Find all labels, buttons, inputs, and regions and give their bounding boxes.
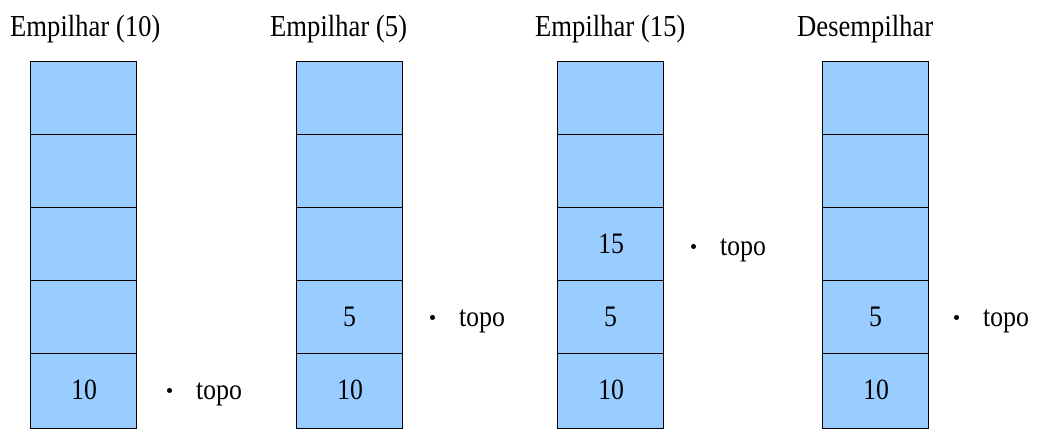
stack-title: Empilhar (15) <box>535 8 686 43</box>
stack-cell: 5 <box>558 280 663 353</box>
stack-cell <box>823 134 928 207</box>
stack-cell <box>823 62 928 134</box>
stack: 5 10 <box>822 61 929 429</box>
stack-cell: 10 <box>558 353 663 426</box>
top-pointer: topo <box>430 297 512 337</box>
top-pointer-label: topo <box>720 229 766 262</box>
top-pointer: topo <box>954 297 1036 337</box>
cell-value: 5 <box>604 300 617 333</box>
cell-value: 5 <box>869 300 882 333</box>
stack-cell <box>297 62 402 134</box>
stack-title: Desempilhar <box>797 8 934 43</box>
stack-title: Empilhar (5) <box>270 8 407 43</box>
stack-cell: 10 <box>297 353 402 426</box>
cell-value: 10 <box>70 373 97 406</box>
stack-cell <box>297 207 402 280</box>
stack-cell: 5 <box>297 280 402 353</box>
cell-value: 10 <box>597 373 624 406</box>
stack-cell <box>558 62 663 134</box>
stack-cell: 10 <box>31 353 136 426</box>
top-pointer: topo <box>691 226 773 266</box>
cell-value: 5 <box>343 300 356 333</box>
top-pointer-label: topo <box>196 373 242 406</box>
stack-cell: 5 <box>823 280 928 353</box>
pointer-dot-icon <box>167 387 172 393</box>
cell-value: 10 <box>336 373 363 406</box>
top-pointer-label: topo <box>459 300 505 333</box>
pointer-dot-icon <box>430 314 435 320</box>
cell-value: 15 <box>597 227 624 260</box>
cell-value: 10 <box>862 373 889 406</box>
stack-cell <box>31 280 136 353</box>
stack: 5 10 <box>296 61 403 429</box>
stack-cell: 10 <box>823 353 928 426</box>
stack-cell <box>823 207 928 280</box>
top-pointer: topo <box>167 370 249 410</box>
stack-cell: 15 <box>558 207 663 280</box>
stack-cell <box>31 62 136 134</box>
pointer-dot-icon <box>691 243 696 249</box>
stack-cell <box>297 134 402 207</box>
stack: 15 5 10 <box>557 61 664 429</box>
top-pointer-label: topo <box>983 300 1029 333</box>
stack-title: Empilhar (10) <box>10 8 161 43</box>
stack-cell <box>31 207 136 280</box>
stack-cell <box>31 134 136 207</box>
stack: 10 <box>30 61 137 429</box>
stack-cell <box>558 134 663 207</box>
pointer-dot-icon <box>954 314 959 320</box>
